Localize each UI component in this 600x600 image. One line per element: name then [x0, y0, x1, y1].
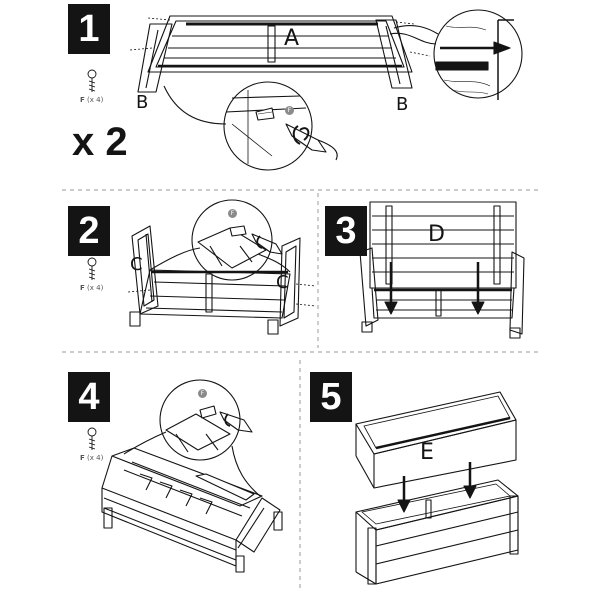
step-number-4: 4 [68, 372, 110, 422]
step-number-3: 3 [325, 206, 367, 256]
part-label-b-left: B [136, 92, 149, 113]
part-label-e: E [420, 440, 434, 465]
step2-zoom-screw-tag: F [228, 209, 237, 218]
step4-zoom-screw-tag: F [198, 389, 207, 398]
step4-screw-label: F (x 4) [80, 454, 104, 462]
panel-dividers [62, 190, 540, 592]
step-number-5: 5 [310, 372, 352, 422]
step1-screw-icon [88, 70, 96, 92]
step-number-1: 1 [68, 4, 110, 54]
step2-screw-label: F (x 4) [80, 284, 104, 292]
part-label-a: A [284, 26, 300, 51]
step1-zoom-screw-tag: F [285, 106, 294, 115]
step1-frame-drawing [130, 10, 522, 170]
step1-screw-label: F (x 4) [80, 96, 104, 104]
part-label-c-left: C [130, 254, 143, 275]
step4-drawing [102, 380, 282, 572]
step-number-2: 2 [68, 206, 110, 256]
part-label-c-right: C [276, 272, 289, 293]
step2-screw-icon [88, 258, 96, 280]
part-label-d: D [428, 222, 445, 247]
step4-screw-icon [88, 428, 96, 450]
step3-drawing [360, 202, 524, 338]
step2-frame-drawing [128, 200, 316, 334]
part-label-b-right: B [396, 94, 409, 115]
step1-multiplier: x 2 [72, 120, 128, 164]
step5-drawing [356, 392, 518, 584]
